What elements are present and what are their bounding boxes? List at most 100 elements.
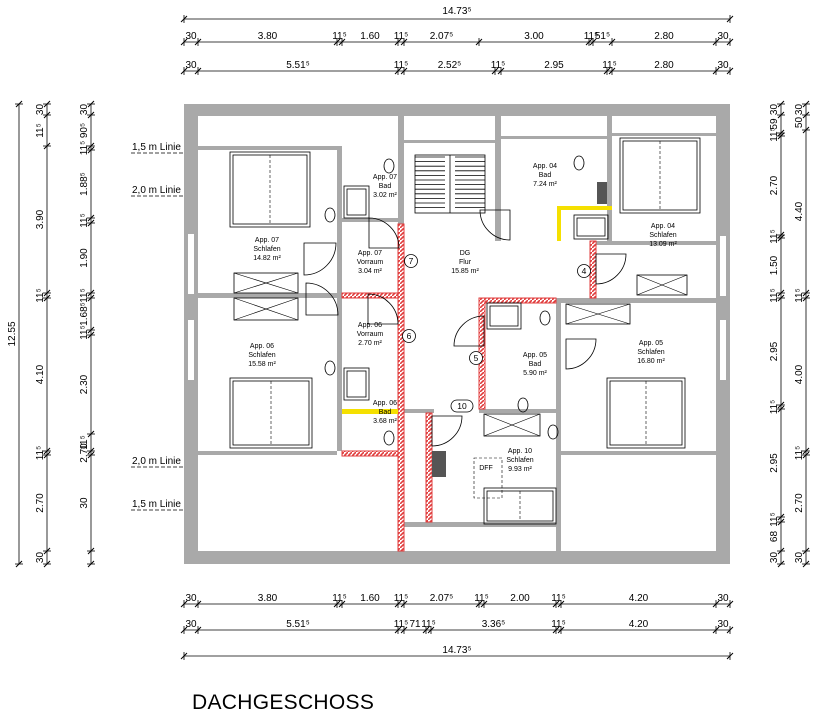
window	[720, 320, 726, 380]
dim-slash	[394, 626, 402, 634]
door-number-badge	[404, 254, 418, 268]
walls	[184, 104, 730, 564]
dim-label: 30	[794, 104, 805, 116]
room-label-line: 5.90 m²	[523, 370, 547, 377]
dim-label: 11⁵	[491, 60, 506, 71]
dim-label: 11⁵	[769, 288, 780, 303]
door-number-badge	[577, 264, 591, 278]
dim-label: 11⁵	[584, 31, 599, 42]
dim-label: 30	[185, 619, 197, 630]
wardrobe-cross	[636, 274, 688, 296]
dim-slash	[400, 38, 408, 46]
dim-slash	[194, 38, 202, 46]
room-label-line: 3.68 m²	[373, 418, 397, 425]
toilet	[383, 430, 395, 446]
room-label-line: 15.58 m²	[248, 361, 276, 368]
dim-label: 11⁵	[551, 619, 566, 630]
dim-label: 1.90	[79, 248, 90, 268]
dim-slash	[87, 451, 95, 459]
dim-slash	[802, 100, 810, 108]
dim-label: 2.70	[79, 443, 90, 463]
room-label-line: App. 06	[250, 343, 274, 350]
dim-slash	[394, 38, 402, 46]
wall	[607, 115, 612, 241]
dim-label: 2.07⁵	[430, 31, 454, 42]
dim-slash	[338, 38, 346, 46]
dim-slash	[777, 100, 785, 108]
door-swing	[305, 282, 339, 316]
dim-label: 1.60	[360, 593, 380, 604]
room-label-line: 15.85 m²	[451, 268, 479, 275]
dim-label: 11⁵	[394, 60, 409, 71]
outer-wall-top	[184, 104, 730, 116]
shower-inner	[346, 188, 367, 216]
dim-label: 90⁵	[79, 123, 90, 138]
fire-walls	[341, 206, 612, 552]
shower-inner	[346, 370, 367, 398]
dim-slash	[777, 401, 785, 409]
dim-slash	[726, 652, 734, 660]
dim-slash	[802, 451, 810, 459]
dim-label: 11⁵	[474, 593, 489, 604]
dim-slash	[394, 600, 402, 608]
door-number: 5	[474, 353, 479, 363]
bed	[229, 377, 313, 449]
dim-slash	[87, 100, 95, 108]
highlight	[557, 206, 561, 241]
room-label-line: Schlafen	[506, 457, 533, 464]
dim-label: 1.60	[360, 31, 380, 42]
door-number: 4	[582, 266, 587, 276]
dim-label: 30	[185, 593, 197, 604]
dim-slash	[557, 600, 565, 608]
wall	[198, 293, 337, 298]
dim-label: 14.73⁵	[442, 645, 471, 656]
room-label-line: Flur	[459, 259, 472, 266]
dim-label: 11⁵	[79, 288, 90, 303]
toilet	[547, 424, 559, 440]
dim-label: 2.95	[544, 60, 564, 71]
dim-label: 11⁵	[394, 619, 409, 630]
outer-wall-bottom	[184, 551, 730, 564]
room-label-line: App. 10	[508, 448, 532, 455]
dim-slash	[43, 142, 51, 150]
dim-label: 2.00	[510, 593, 530, 604]
room-label-line: Bad	[539, 172, 552, 179]
dim-slash	[777, 547, 785, 555]
shower-tray	[343, 367, 370, 401]
dim-label: 4.40	[794, 201, 805, 221]
dim-label: 4.20	[629, 593, 649, 604]
wall	[342, 218, 398, 222]
door-number: 7	[409, 256, 414, 266]
height-line-label: 1,5 m Linie	[132, 142, 181, 153]
dim-label: 3.00	[524, 31, 544, 42]
door-swing	[565, 338, 597, 370]
dim-slash	[589, 38, 597, 46]
door-swing	[431, 415, 463, 447]
wall	[404, 409, 434, 413]
room-label-line: Bad	[529, 361, 542, 368]
dim-label: 5.51⁵	[286, 60, 310, 71]
wardrobe	[233, 272, 299, 294]
wall	[198, 451, 337, 455]
dim-slash	[427, 626, 435, 634]
dim-slash	[43, 451, 51, 459]
dim-label: 68	[769, 531, 780, 543]
dim-label: 12.55	[7, 321, 18, 346]
dim-slash	[87, 547, 95, 555]
toilet	[539, 310, 551, 326]
room-label-line: Vorraum	[357, 259, 384, 266]
room-label-line: App. 04	[651, 223, 675, 230]
dim-label: 3.80	[258, 593, 278, 604]
dim-slash	[180, 652, 188, 660]
dim-label: 11⁵	[769, 512, 780, 527]
room-label-line: App. 05	[639, 340, 663, 347]
dim-slash	[15, 100, 23, 108]
room-label-line: 9.93 m²	[508, 466, 532, 473]
dim-label: 30	[717, 31, 729, 42]
room-label-line: App. 04	[533, 163, 557, 170]
dim-slash	[394, 67, 402, 75]
dim-label: 14.73⁵	[442, 6, 471, 17]
highlight	[557, 206, 612, 210]
